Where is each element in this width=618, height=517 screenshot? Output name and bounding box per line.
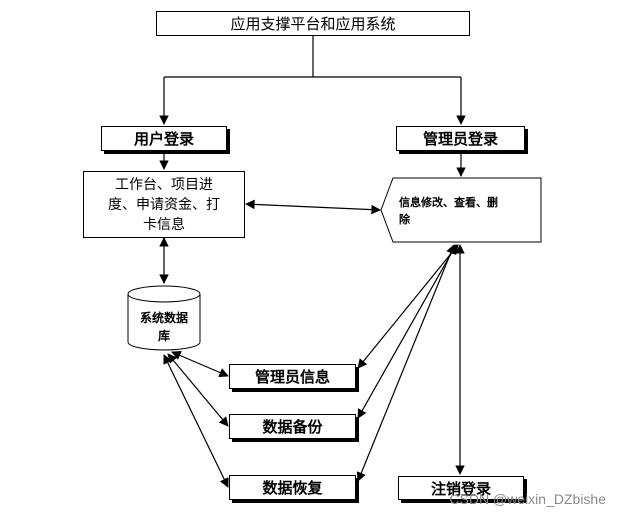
user-functions-line-3: 卡信息 xyxy=(143,216,185,233)
arrow-admin-functions-data-backup xyxy=(357,244,457,419)
admin-info-box: 管理员信息 xyxy=(229,364,356,389)
arrow-database-data-restore xyxy=(163,354,229,488)
admin-function-shape xyxy=(380,177,542,243)
admin-login-label: 管理员登录 xyxy=(422,130,498,148)
database-label-line-1: 系统数据 xyxy=(139,311,188,325)
data-backup-label: 数据备份 xyxy=(262,418,323,436)
admin-login-box: 管理员登录 xyxy=(396,126,525,151)
admin-functions-line-1: 信息修改、查看、删 xyxy=(399,196,498,209)
data-backup-box: 数据备份 xyxy=(229,414,356,439)
database-cylinder xyxy=(127,285,201,351)
logout-label: 注销登录 xyxy=(430,479,491,498)
arrow-admin-functions-data-restore xyxy=(356,244,456,482)
database-label-line-2: 库 xyxy=(157,329,170,343)
logout-box: 注销登录 xyxy=(398,476,524,500)
data-restore-label: 数据恢复 xyxy=(262,479,323,497)
user-login-label: 用户登录 xyxy=(133,130,194,148)
user-functions-box: 工作台、项目进 度、申请资金、打 卡信息 xyxy=(83,171,245,238)
user-login-box: 用户登录 xyxy=(101,126,227,151)
user-functions-line-2: 度、申请资金、打 xyxy=(108,196,220,213)
watermark: CSDN @weixin_DZbishe xyxy=(449,491,606,507)
arrow-database-data-backup xyxy=(167,353,229,427)
admin-functions-line-2: 除 xyxy=(399,213,410,226)
admin-info-label: 管理员信息 xyxy=(254,368,330,386)
arrow-database-admin-info xyxy=(171,350,229,378)
user-functions-line-1: 工作台、项目进 xyxy=(115,176,213,193)
arrow-user-admin-functions xyxy=(245,199,381,215)
top-system-label: 应用支撑平台和应用系统 xyxy=(230,15,396,33)
arrow-admin-functions-admin-info xyxy=(357,244,459,369)
database-label: 系统数据 库 xyxy=(128,309,200,345)
admin-functions-text: 信息修改、查看、删 除 xyxy=(399,194,537,228)
data-restore-box: 数据恢复 xyxy=(229,475,356,500)
top-system-box: 应用支撑平台和应用系统 xyxy=(156,11,470,36)
